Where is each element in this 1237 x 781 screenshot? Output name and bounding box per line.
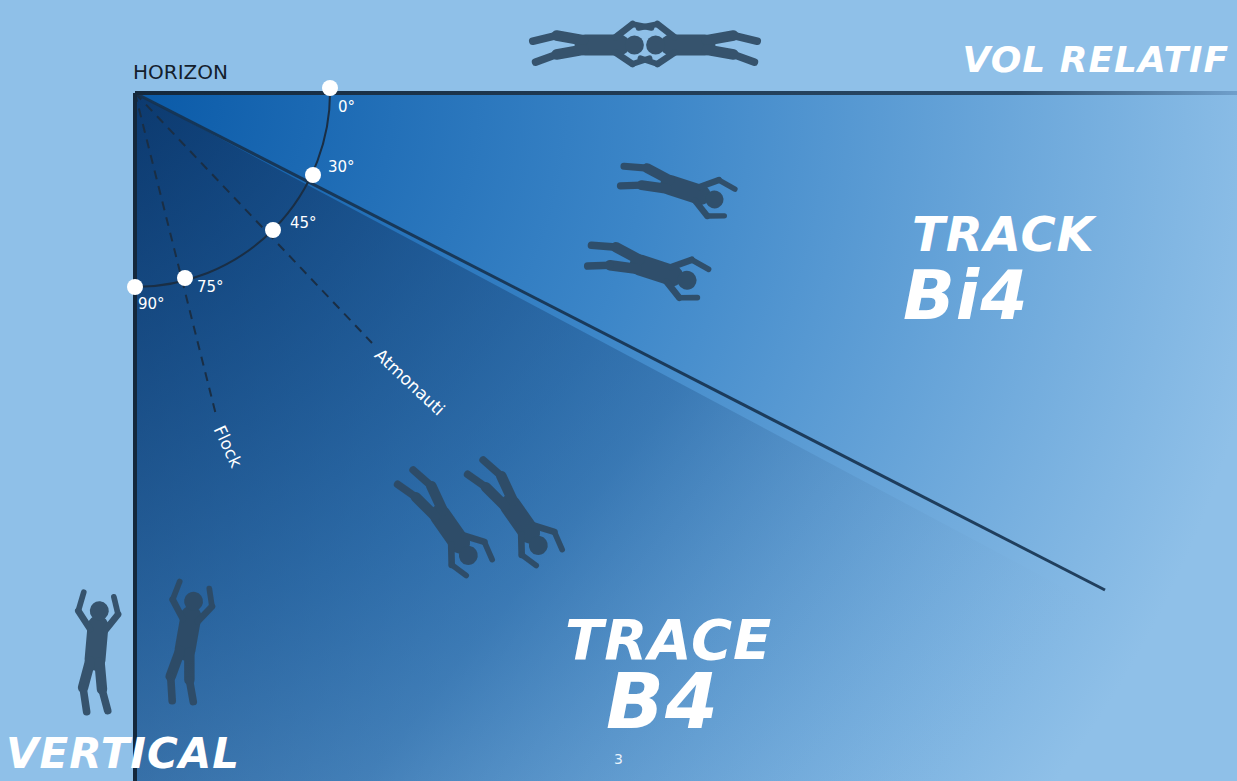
category-title: TRACK [912, 210, 1095, 258]
category-title: TRACE [565, 612, 772, 668]
angle-label: 90° [138, 297, 165, 312]
axis-title: VERTICAL [6, 733, 240, 775]
category-code: Bi4 [903, 262, 1028, 330]
axis-label: HORIZON [133, 62, 228, 82]
category-code: B4 [606, 664, 719, 740]
angle-label: 0° [338, 100, 355, 115]
angle-label: 30° [328, 160, 355, 175]
angle-label: 45° [290, 216, 317, 231]
category-title: VOL RELATIF [962, 42, 1229, 78]
page-number: 3 [614, 752, 623, 766]
angle-label: 75° [197, 280, 224, 295]
